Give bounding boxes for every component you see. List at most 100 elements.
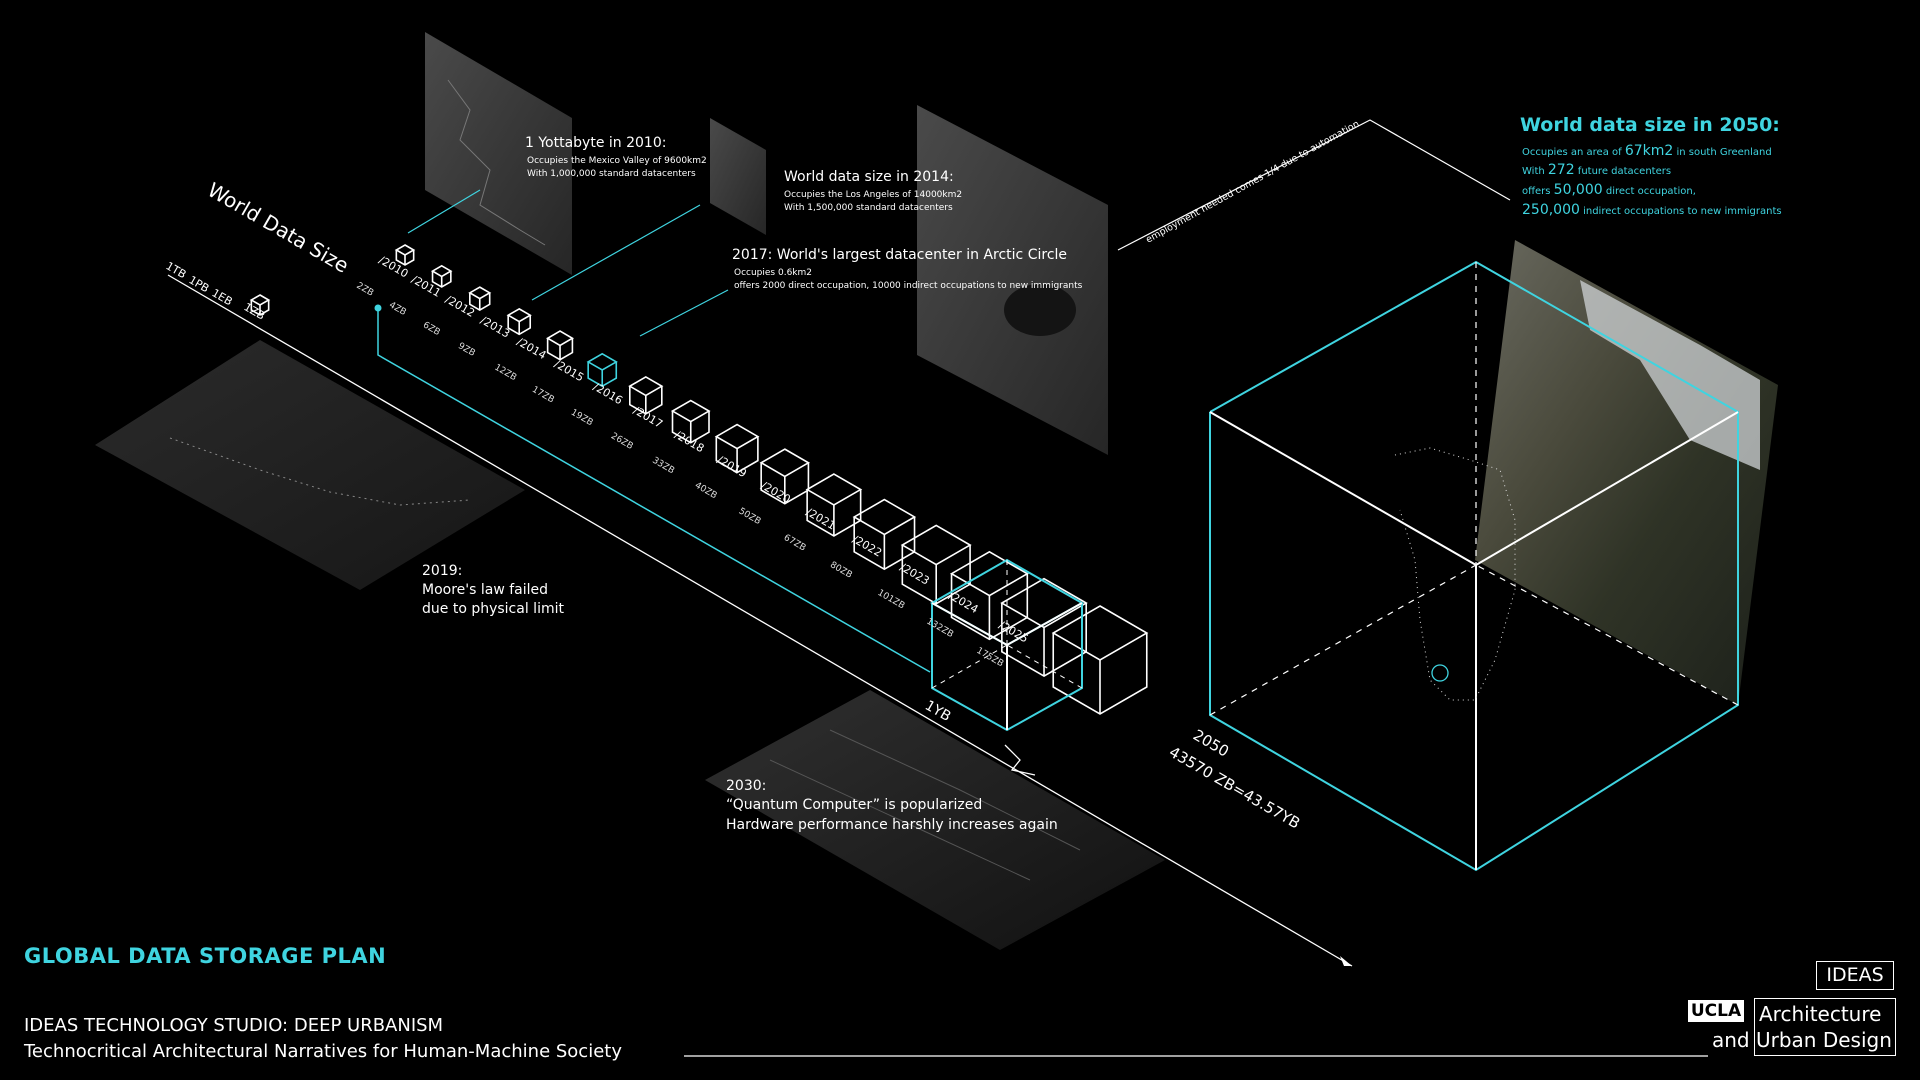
size-label-2013: 9ZB [456, 341, 477, 359]
ann-2017-line2: offers 2000 direct occupation, 10000 ind… [734, 281, 1083, 291]
ann-2019-line1: Moore's law failed [422, 582, 548, 598]
unit-label-1pb: 1PB [187, 273, 212, 295]
cube-2050 [1209, 260, 1739, 872]
year-label-2013: /2013 [478, 314, 512, 341]
dept-line1: Architecture [1759, 1002, 1882, 1026]
mexico-valley-map-plate [425, 32, 572, 275]
annotation-2030: 2030: “Quantum Computer” is popularized … [726, 778, 1058, 833]
moores-law-ground-plane [95, 340, 525, 590]
size-label-2014: 12ZB [492, 363, 518, 384]
ann-2010-title: 1 Yottabyte in 2010: [525, 135, 666, 151]
arctic-datacenter-map-plate [917, 105, 1108, 455]
unit-label-1eb: 1EB [210, 286, 235, 308]
year-label-2011: /2011 [409, 273, 443, 300]
year-cube-2017 [670, 399, 711, 444]
ann-2014-line2: With 1,500,000 standard datacenters [784, 203, 953, 213]
year-cube-2015 [586, 352, 618, 388]
world-data-size-label: World Data Size [204, 178, 354, 278]
ann-2030-title: 2030: [726, 778, 766, 794]
year-cube-series [394, 244, 1149, 715]
greenland-ice-cap [1580, 280, 1760, 470]
ann-2050-title: World data size in 2050: [1520, 114, 1780, 136]
year-label-2018: /2018 [672, 428, 706, 455]
size-label-2019: 40ZB [693, 481, 719, 502]
leader-2017 [639, 289, 729, 337]
quantum-circuit-trace-1 [769, 759, 1031, 881]
year-label-2016: /2016 [591, 380, 625, 407]
ann-2050-line2: With 272 future datacenters [1522, 162, 1671, 178]
year-cube-2020 [805, 473, 863, 537]
year-label-2014: /2014 [514, 335, 548, 362]
quantum-circuit-trace-2 [829, 729, 1081, 851]
size-label-2018: 33ZB [650, 456, 676, 477]
timeline-axis-line [167, 274, 1353, 967]
architecture-logo-box: Architecture [1754, 998, 1896, 1056]
annotation-2050: World data size in 2050: Occupies an are… [1520, 114, 1782, 218]
size-label-2023: 101ZB [876, 588, 907, 611]
leader-automation [1117, 119, 1511, 251]
quantum-circuit-ground-plane [705, 690, 1165, 950]
ann-2019-title: 2019: [422, 563, 462, 579]
dept-line2: and Urban Design [1712, 1028, 1892, 1052]
size-label-2021: 67ZB [782, 533, 808, 554]
size-label-2015: 17ZB [530, 385, 556, 406]
year-cube-2011 [430, 264, 453, 288]
ann-2050-line1: Occupies an area of 67km2 in south Green… [1522, 143, 1772, 159]
unit-label-1tb: 1TB [164, 259, 189, 281]
yb-label: 1YB [922, 698, 953, 725]
moores-law-dotted-trace [169, 437, 471, 506]
leader-2014 [531, 204, 701, 301]
year-label-2012: /2012 [443, 293, 477, 320]
annotation-2019: 2019: Moore's law failed due to physical… [422, 563, 564, 617]
size-label-2017: 26ZB [609, 431, 635, 452]
year-label-2022: /2022 [850, 533, 884, 560]
yb-connector-dot [374, 304, 382, 312]
size-label-2025: 175ZB [975, 646, 1006, 669]
annotation-2017: 2017: World's largest datacenter in Arct… [732, 247, 1083, 291]
year-cube-2012 [468, 286, 492, 311]
year-label-2015: /2015 [552, 357, 586, 384]
year-cube-2024 [1000, 577, 1088, 678]
year-cube-2025 [1051, 605, 1149, 715]
yottabyte-cube [929, 558, 1085, 732]
year-label-2017: /2017 [631, 404, 665, 431]
plan-title: GLOBAL DATA STORAGE PLAN [24, 944, 387, 968]
ann-2050-line4: 250,000 indirect occupations to new immi… [1522, 202, 1782, 218]
timeline-arrowhead [1340, 956, 1352, 966]
size-label-2020: 50ZB [737, 506, 763, 527]
automation-label: employment needed comes 1/4 due to autom… [1144, 119, 1361, 246]
size-label-2016: 19ZB [569, 408, 595, 429]
studio-title: IDEAS TECHNOLOGY STUDIO: DEEP URBANISM [24, 1015, 444, 1036]
ann-2017-title: 2017: World's largest datacenter in Arct… [732, 247, 1067, 263]
ann-2030-line1: “Quantum Computer” is popularized [726, 797, 982, 813]
year-cube-2019 [759, 448, 811, 505]
annotation-2014: World data size in 2014: Occupies the Lo… [784, 169, 962, 213]
year-cube-2014 [546, 330, 575, 361]
ann-2014-line1: Occupies the Los Angeles of 14000km2 [784, 190, 962, 200]
ann-2050-line3: offers 50,000 direct occupation, [1522, 182, 1696, 198]
arctic-lake-shape [1004, 284, 1076, 336]
unit-cube-shape [249, 294, 271, 316]
ann-2017-line1: Occupies 0.6km2 [734, 268, 812, 278]
los-angeles-map-plate [710, 118, 766, 235]
ann-2010-line2: With 1,000,000 standard datacenters [527, 169, 696, 179]
year-cube-2018 [714, 423, 760, 474]
year-cube-2010 [394, 244, 416, 266]
leader-2010 [407, 189, 481, 234]
mexico-valley-map-contour [447, 79, 546, 246]
yb-connector-line [377, 308, 931, 673]
annotation-2010: 1 Yottabyte in 2010: Occupies the Mexico… [525, 135, 707, 179]
size-label-2022: 80ZB [828, 560, 854, 581]
size-label-2024: 132ZB [924, 617, 955, 640]
size-label-2010: 2ZB [355, 281, 376, 299]
year-label-2019: /2019 [715, 453, 749, 480]
ann-2014-title: World data size in 2014: [784, 169, 954, 185]
unit-cube-icon [249, 294, 271, 316]
ann-2019-line2: due to physical limit [422, 601, 564, 617]
ucla-logo: UCLA [1688, 1000, 1744, 1022]
size-label-2011: 4ZB [387, 300, 408, 318]
year-cube-2023 [949, 550, 1029, 641]
year-cube-2021 [852, 498, 917, 571]
year-label-2020: /2020 [759, 479, 793, 506]
year-cube-2013 [506, 307, 532, 336]
